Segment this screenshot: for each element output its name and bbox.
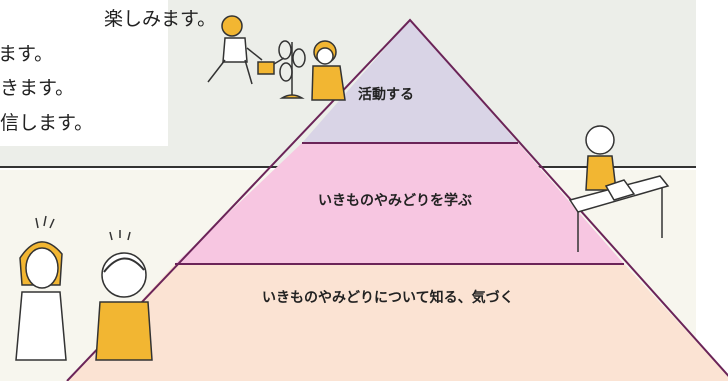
child-planting-illustration <box>278 40 346 101</box>
intro-text-panel: 楽しみます。 ます。 きます。 信します。 <box>0 0 216 146</box>
child-watering-illustration <box>207 15 285 85</box>
adults-illustration <box>15 215 153 361</box>
pyramid-tier-bottom <box>67 264 728 381</box>
pyramid-label-middle: いきものやみどりを学ぶ <box>318 193 472 209</box>
intro-line-2: ます。 <box>0 43 54 65</box>
intro-line-4: 信します。 <box>0 112 94 134</box>
pyramid-label-top: 活動する <box>358 87 414 103</box>
pyramid-outline <box>66 18 728 381</box>
intro-line-1: 楽しみます。 <box>104 8 217 30</box>
pyramid-tier-top <box>302 20 518 143</box>
pyramid-label-bottom: いきものやみどりについて知る、気づく <box>262 290 514 306</box>
child-reading-illustration <box>568 125 670 252</box>
intro-line-3: きます。 <box>0 77 75 99</box>
pyramid-tier-middle <box>175 143 624 264</box>
